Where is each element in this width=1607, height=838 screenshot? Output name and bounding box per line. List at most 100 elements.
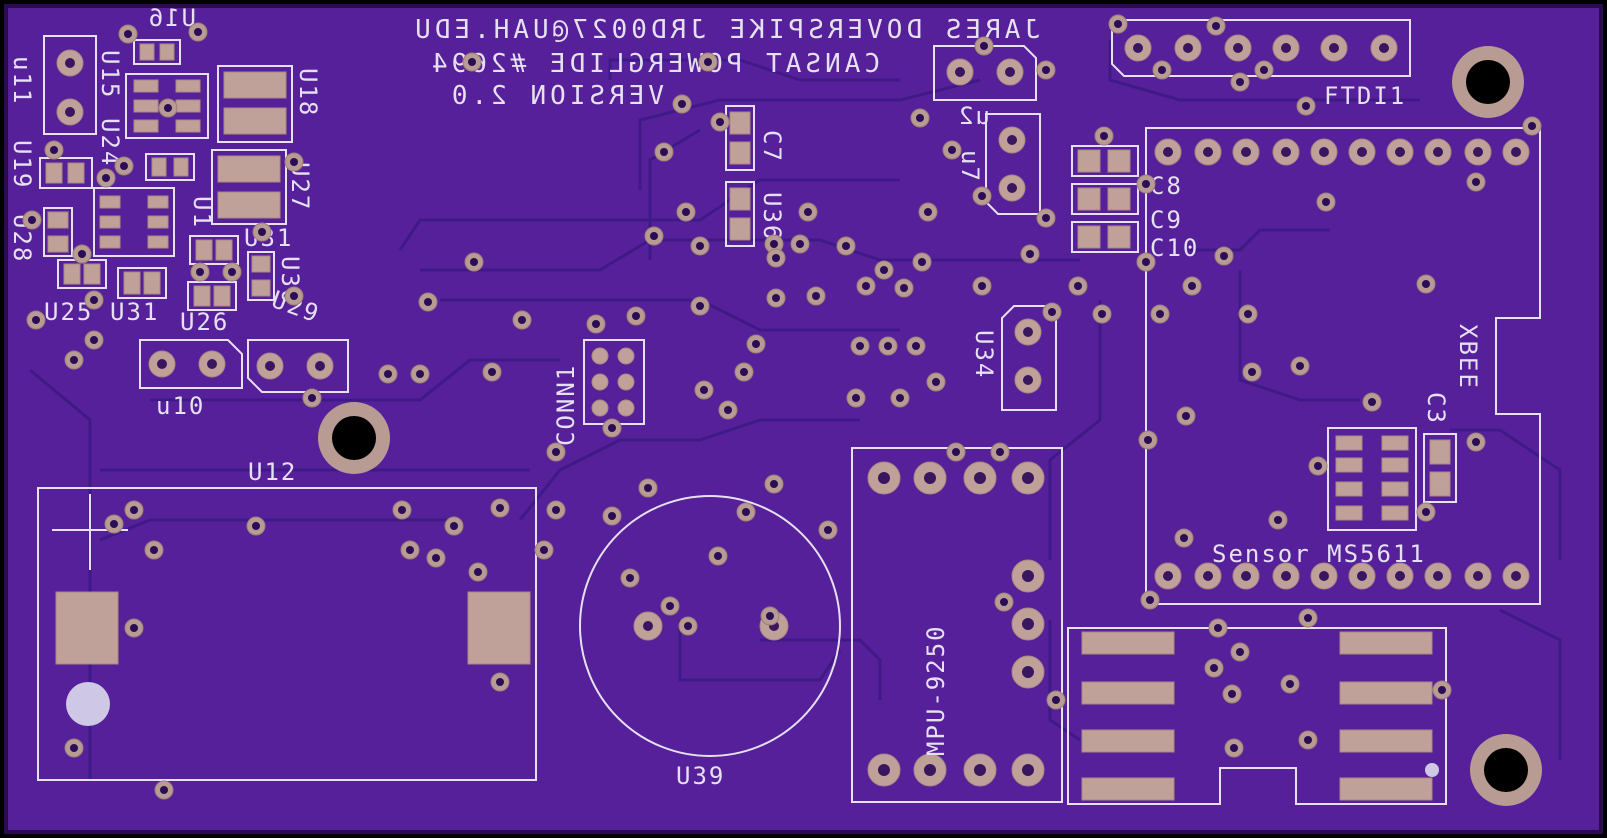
via-hole (978, 192, 986, 200)
via-hole (432, 554, 440, 562)
via-hole (1422, 508, 1430, 516)
label-sensor: Sensor MS5611 (1212, 540, 1426, 568)
label-conn1: CONN1 (552, 364, 580, 446)
via-hole (290, 158, 298, 166)
via-hole (852, 394, 860, 402)
label-u26: U26 (180, 308, 229, 336)
sensor-ms5611 (1327, 427, 1457, 531)
xbee-bottom-pins (1154, 562, 1530, 590)
via-hole (1314, 462, 1322, 470)
via-hole (32, 316, 40, 324)
header-u7: u7 (956, 113, 1041, 215)
label-u25: U25 (44, 298, 93, 326)
via-hole (1236, 648, 1244, 656)
silkscreen-line-version: VERSION 2.0 (448, 81, 664, 111)
via-hole (488, 368, 496, 376)
label-c9: C9 (1150, 206, 1183, 234)
mounting-holes (318, 46, 1542, 806)
via-hole (150, 546, 158, 554)
via-hole (714, 552, 722, 560)
via-hole (924, 208, 932, 216)
via-hole (608, 512, 616, 520)
silkscreen-line-project: CANSAT POWERGLIDE #2694 (428, 49, 880, 79)
via-hole (716, 118, 724, 126)
via-hole (496, 678, 504, 686)
via-hole (1212, 22, 1220, 30)
via-hole (496, 504, 504, 512)
via-hole (696, 242, 704, 250)
via-hole (660, 148, 668, 156)
label-c10: C10 (1150, 234, 1199, 262)
via-hole (804, 208, 812, 216)
via-hole (766, 612, 774, 620)
via-hole (1438, 686, 1446, 694)
label-u16: U16 (147, 4, 196, 32)
via-hole (552, 448, 560, 456)
via-hole (1286, 680, 1294, 688)
via-hole (90, 296, 98, 304)
imu-mpu9250: MPU-9250 (851, 447, 1063, 803)
via-hole (592, 320, 600, 328)
via-hole (120, 162, 128, 170)
via-hole (918, 258, 926, 266)
via-hole (884, 342, 892, 350)
via-hole (28, 216, 36, 224)
xbee-top-pins (1154, 138, 1530, 166)
via-hole (696, 302, 704, 310)
via-hole (770, 240, 778, 248)
label-u1: U1 (188, 196, 216, 229)
via-hole (1210, 664, 1218, 672)
via-hole (1220, 252, 1228, 260)
via-hole (772, 254, 780, 262)
via-hole (1296, 362, 1304, 370)
via-hole (842, 242, 850, 250)
via-hole (424, 298, 432, 306)
via-hole (626, 574, 634, 582)
via-hole (1244, 310, 1252, 318)
via-hole (704, 58, 712, 66)
via-hole (1156, 310, 1164, 318)
via-hole (632, 312, 640, 320)
via-hole (1180, 534, 1188, 542)
via-hole (1260, 66, 1268, 74)
via-hole (1142, 258, 1150, 266)
via-hole (540, 546, 548, 554)
via-hole (1074, 282, 1082, 290)
via-hole (1236, 78, 1244, 86)
via-hole (796, 240, 804, 248)
via-hole (1472, 178, 1480, 186)
via-hole (682, 208, 690, 216)
smd-cluster-left (39, 35, 293, 311)
label-c7: C7 (758, 130, 786, 163)
via-hole (130, 624, 138, 632)
via-hole (880, 266, 888, 274)
via-hole (1472, 438, 1480, 446)
via-hole (70, 356, 78, 364)
via-hole (1114, 20, 1122, 28)
via-hole (700, 386, 708, 394)
label-mpu9250: MPU-9250 (922, 624, 950, 756)
via-hole (812, 292, 820, 300)
label-u10: u10 (156, 392, 205, 420)
via-hole (862, 282, 870, 290)
via-hole (78, 250, 86, 258)
via-hole (252, 522, 260, 530)
via-hole (110, 520, 118, 528)
via-hole (1042, 66, 1050, 74)
via-hole (1304, 736, 1312, 744)
via-hole (1422, 280, 1430, 288)
via-hole (1142, 180, 1150, 188)
via-hole (196, 268, 204, 276)
via-hole (1000, 598, 1008, 606)
via-hole (1304, 614, 1312, 622)
via-hole (724, 406, 732, 414)
via-hole (102, 174, 110, 182)
header-ftdi1: FTDI1 (1111, 19, 1411, 110)
via-hole (666, 602, 674, 610)
via-hole (742, 508, 750, 516)
label-u18: U18 (294, 68, 322, 117)
via-hole (912, 342, 920, 350)
silkscreen-line-author: JARES DOVERSPIKE JRD0027@UAH.EDU (411, 15, 1040, 45)
ic-soic-bottom-right (1067, 627, 1447, 805)
